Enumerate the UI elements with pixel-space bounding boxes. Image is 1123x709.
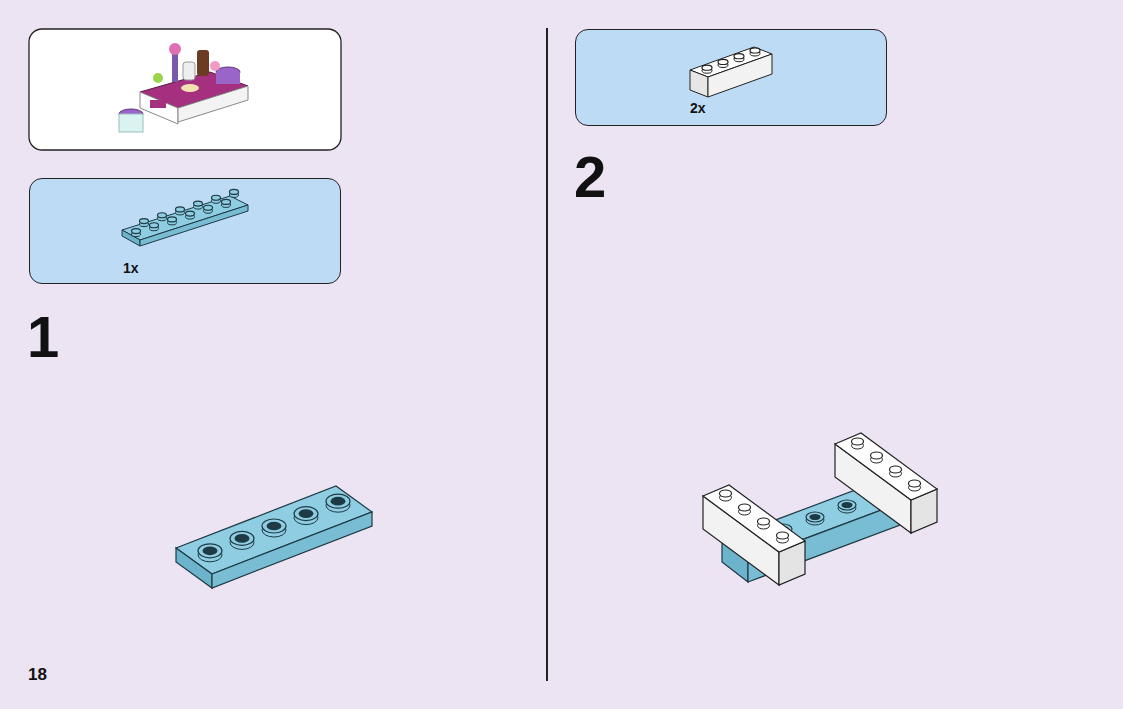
brick-1x4-part: [690, 47, 772, 97]
part-quantity: 2x: [690, 100, 706, 116]
part-quantity: 1x: [123, 260, 139, 276]
step-number: 2: [574, 148, 606, 206]
step2-bricks: [703, 433, 937, 585]
step-number: 1: [27, 308, 59, 366]
overview-panel: [29, 29, 341, 150]
overview-model: [119, 43, 248, 132]
page-number: 18: [28, 666, 47, 683]
page-divider: [546, 28, 548, 681]
step1-plate: [176, 486, 372, 588]
plate-2x6-part: [122, 189, 248, 246]
